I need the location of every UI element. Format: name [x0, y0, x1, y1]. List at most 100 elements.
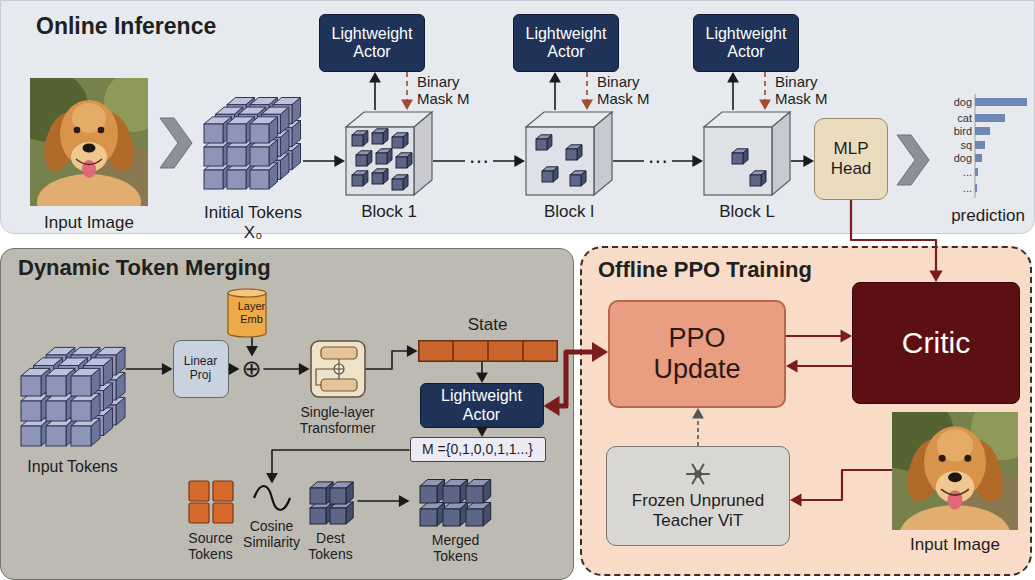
cube-front — [227, 147, 246, 166]
connector — [692, 408, 704, 446]
teacher-box: Frozen Unpruned Teacher ViT — [606, 446, 790, 546]
cube-front — [392, 179, 403, 190]
node-label: Input Image — [910, 535, 1000, 555]
cube-front — [250, 147, 269, 166]
cube-side — [116, 347, 125, 375]
connector — [266, 450, 409, 484]
box-text: MLP Head — [821, 139, 881, 178]
source-token-figure — [187, 480, 235, 524]
figure-part — [695, 471, 701, 477]
token-group: Merged Tokens — [410, 474, 502, 526]
arrowhead — [476, 372, 488, 383]
connector-line — [764, 72, 766, 100]
cube-side — [91, 393, 100, 421]
connector — [476, 362, 488, 384]
figure-part — [37, 174, 141, 206]
box-text: Layer Emb — [234, 300, 270, 325]
connector-line — [264, 368, 300, 370]
connector-line — [406, 72, 408, 100]
mask-box: M ={0,1,0,0,1,1...} — [410, 437, 546, 462]
connector — [369, 72, 381, 110]
cube-side — [281, 107, 290, 133]
cube-side — [403, 133, 408, 148]
bar-chart: predictiondogcatbirdsqdog...... — [945, 92, 1031, 200]
arrowhead — [299, 363, 310, 375]
cube-side — [581, 171, 586, 186]
photo: Input Image — [30, 78, 148, 206]
connector — [786, 359, 852, 372]
cube-front — [392, 137, 403, 148]
connector-line — [481, 362, 483, 374]
figure-part — [704, 127, 772, 195]
cube-side — [281, 130, 290, 156]
connector — [791, 155, 814, 167]
connector-line — [559, 352, 594, 406]
connector — [581, 72, 593, 110]
cube-side — [553, 167, 558, 182]
panel-title: Offline PPO Training — [598, 257, 812, 283]
cube-side — [743, 149, 748, 164]
arrowhead — [549, 72, 561, 83]
cube-side — [547, 135, 552, 150]
cube-side — [269, 163, 278, 189]
edge-label: Binary Mask M — [597, 74, 661, 107]
cube-side — [387, 149, 392, 164]
cube-front — [310, 488, 326, 504]
connector — [126, 363, 173, 375]
proj-box: Linear Proj — [173, 340, 229, 398]
figure-part — [772, 112, 790, 195]
block-cube: Block 1 — [345, 110, 433, 196]
figure-part — [939, 455, 946, 462]
cube-front — [204, 147, 223, 166]
cube-front — [542, 171, 553, 182]
cube-side — [346, 481, 353, 503]
connector — [549, 72, 561, 110]
connector-line — [251, 338, 253, 347]
node-label: Block l — [544, 202, 594, 222]
cube-front — [330, 508, 346, 524]
figure-part — [414, 112, 432, 195]
box-text: Critic — [902, 326, 970, 361]
figure-part — [83, 144, 96, 153]
actor-box: Lightweight Actor — [420, 383, 544, 428]
cube-front — [420, 509, 437, 526]
bar-label: dog — [954, 95, 972, 109]
photo: Input Image — [892, 412, 1018, 530]
cube-front — [372, 173, 383, 184]
figure-part — [321, 347, 357, 359]
panel: Offline PPO TrainingPPO UpdateCriticFroz… — [580, 246, 1032, 576]
arrowhead — [692, 408, 704, 419]
actor-box: Lightweight Actor — [513, 14, 619, 72]
connector — [759, 72, 771, 110]
cube-side — [367, 151, 372, 166]
block-figure — [525, 110, 613, 196]
figure-part — [941, 489, 969, 495]
cube-front — [71, 376, 91, 396]
figure-part — [334, 368, 344, 369]
arrowhead — [692, 155, 703, 167]
snowflake-icon — [685, 461, 711, 487]
critic-box: Critic — [852, 282, 1020, 404]
cube-front — [352, 135, 363, 146]
node-label: Input Tokens — [27, 457, 117, 476]
figure-part — [72, 103, 106, 133]
arrowhead — [369, 72, 381, 83]
embedding-cylinder: Layer Emb — [227, 288, 277, 338]
figure-part — [704, 127, 772, 195]
block-cube: Block l — [525, 110, 613, 196]
connector — [401, 72, 413, 110]
arrowhead — [803, 155, 814, 167]
cube-front — [21, 401, 41, 421]
bar-label: ... — [963, 181, 972, 195]
arrowhead — [162, 363, 173, 375]
cube-front — [250, 124, 269, 143]
cube-front — [227, 170, 246, 189]
figure-part — [311, 341, 365, 397]
node-label: Source Tokens — [187, 530, 235, 564]
state-vector-figure — [418, 340, 558, 362]
box-text: Lightweight Actor — [520, 25, 612, 62]
figure-part — [82, 160, 96, 178]
token-stack — [203, 94, 303, 194]
cube-front — [356, 155, 367, 166]
arrowhead — [727, 72, 739, 83]
